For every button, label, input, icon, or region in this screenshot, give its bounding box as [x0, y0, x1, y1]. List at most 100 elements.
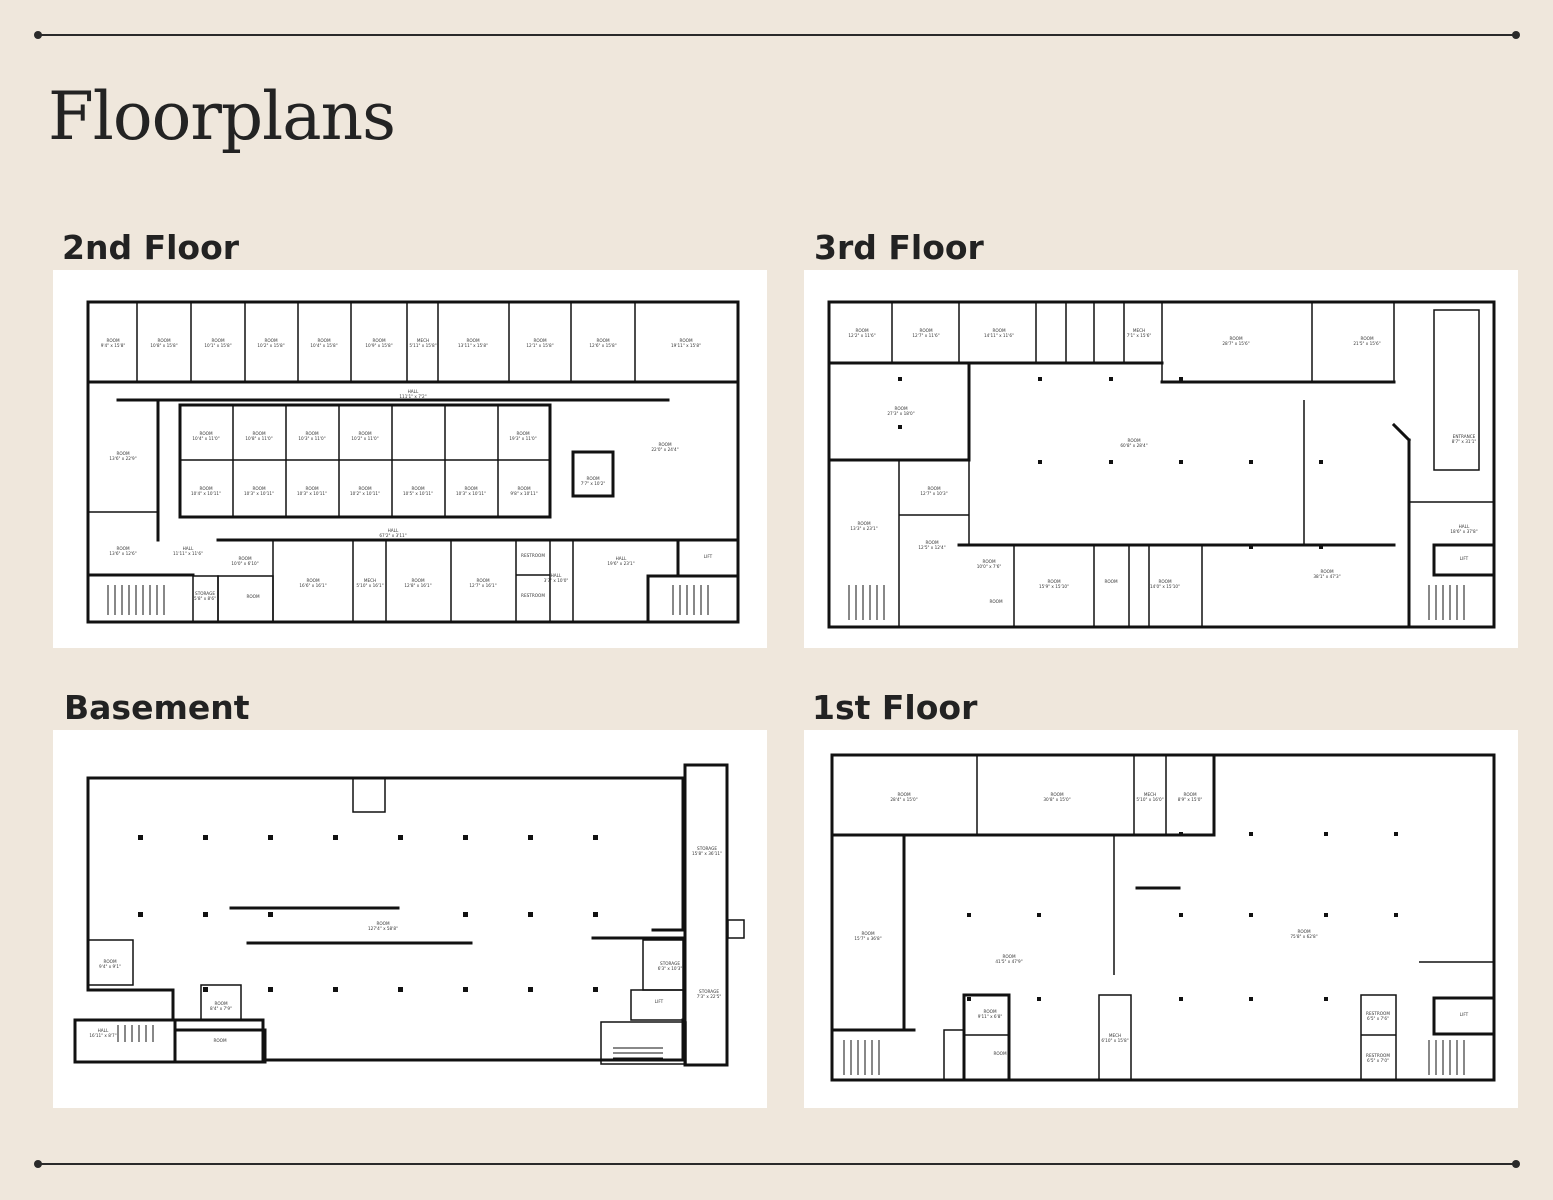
room-label: ROOM [596, 338, 610, 343]
room-dimensions: 19'6" x 23'1" [607, 561, 634, 566]
room-dimensions: 12'6" x 15'8" [589, 343, 616, 348]
room-dimensions: 6'10" x 15'8" [1101, 1038, 1128, 1043]
room-label: LIFT [655, 999, 664, 1004]
room-label: HALL [388, 528, 399, 533]
room-label: MECH [364, 578, 376, 583]
room-label: ROOM [252, 431, 266, 436]
room-label: ROOM [925, 540, 939, 545]
room-dimensions: 10'8" x 15'8" [150, 343, 177, 348]
room-label: ROOM [861, 931, 875, 936]
room-label: ROOM [157, 338, 171, 343]
room-label: HALL [551, 573, 562, 578]
room-dimensions: 10'3" x 11'0" [298, 436, 325, 441]
room-dimensions: 7'3" x 22'5" [697, 994, 722, 999]
room-label: ROOM [116, 546, 130, 551]
room-label: ROOM [264, 338, 278, 343]
bottom-divider [34, 1160, 1520, 1168]
room-label: ROOM [376, 921, 390, 926]
room-dimensions: 28'7" x 15'6" [1222, 341, 1249, 346]
room-label: MECH [1109, 1033, 1121, 1038]
room-dimensions: 10'8" x 11'0" [245, 436, 272, 441]
room-label: ROOM [466, 338, 480, 343]
room-label: LIFT [704, 554, 713, 559]
room-label: RESTROOM [521, 553, 545, 558]
room-label: STORAGE [697, 846, 717, 851]
room-label: STORAGE [195, 591, 215, 596]
room-label: LIFT [1460, 1012, 1469, 1017]
room-label: ROOM [305, 486, 319, 491]
room-dimensions: 111'1" x 7'2" [399, 394, 426, 399]
section-title-1st-floor: 1st Floor [812, 688, 978, 727]
room-label: ROOM [983, 1009, 997, 1014]
room-label: HALL [408, 389, 419, 394]
room-label: ROOM [199, 431, 213, 436]
room-dimensions: 15'8" x 36'11" [692, 851, 722, 856]
room-label: ROOM [855, 328, 869, 333]
room-dimensions: 10'2" x 15'8" [257, 343, 284, 348]
room-label: ROOM [992, 328, 1006, 333]
room-label: ROOM [919, 328, 933, 333]
room-label: ROOM [897, 792, 911, 797]
room-dimensions: 10'0" x 6'10" [231, 561, 258, 566]
room-dimensions: 10'4" x 10'11" [191, 491, 221, 496]
room-dimensions: 13'3" x 23'1" [850, 526, 877, 531]
room-dimensions: 10'4" x 15'8" [310, 343, 337, 348]
section-title-basement: Basement [64, 688, 250, 727]
room-label: LIFT [1460, 556, 1469, 561]
room-label: ROOM [586, 476, 600, 481]
room-dimensions: 9'8" x 10'11" [510, 491, 537, 496]
room-dimensions: 10'3" x 10'11" [456, 491, 486, 496]
room-label: ROOM [517, 486, 531, 491]
room-dimensions: 60'8" x 28'4" [1120, 443, 1147, 448]
room-label: ROOM [476, 578, 490, 583]
room-dimensions: 75'8" x 62'8" [1290, 934, 1317, 939]
room-dimensions: 9'4" x 9'1" [99, 964, 121, 969]
room-dimensions: 8'4" x 7'9" [210, 1006, 232, 1011]
room-label: ROOM [982, 559, 996, 564]
room-dimensions: 5'11" x 15'8" [409, 343, 436, 348]
room-dimensions: 10'9" x 15'8" [365, 343, 392, 348]
room-label: ROOM [238, 556, 252, 561]
room-dimensions: 6'3" x 10'3" [658, 966, 683, 971]
room-label: ROOM [464, 486, 478, 491]
top-divider [34, 31, 1520, 39]
room-label: HALL [183, 546, 194, 551]
room-dimensions: 38'1" x 47'3" [1313, 574, 1340, 579]
room-dimensions: 10'5" x 10'11" [403, 491, 433, 496]
room-label: ROOM [411, 486, 425, 491]
room-dimensions: 3'7" x 10'0" [544, 578, 569, 583]
page-title: Floorplans [48, 78, 396, 155]
room-dimensions: 13'6" x 22'9" [109, 456, 136, 461]
room-label: ROOM [103, 959, 117, 964]
room-label: ROOM [993, 1051, 1007, 1056]
room-dimensions: 19'3" x 11'0" [509, 436, 536, 441]
room-dimensions: 16'11" x 8'7" [89, 1033, 116, 1038]
room-dimensions: 10'2" x 10'11" [350, 491, 380, 496]
room-dimensions: 6'5" x 7'0" [1367, 1058, 1389, 1063]
room-label: RESTROOM [1366, 1011, 1390, 1016]
room-label: ROOM [213, 1038, 227, 1043]
room-dimensions: 5'10" x 16'1" [356, 583, 383, 588]
room-label: ROOM [1183, 792, 1197, 797]
room-label: HALL [1459, 524, 1470, 529]
room-dimensions: 41'5" x 47'9" [995, 959, 1022, 964]
room-dimensions: 12'2" x 11'6" [848, 333, 875, 338]
room-label: HALL [98, 1028, 109, 1033]
room-label: ROOM [214, 1001, 228, 1006]
room-label: ROOM [358, 486, 372, 491]
room-dimensions: 10'0" x 7'6" [977, 564, 1002, 569]
room-dimensions: 7'1" x 15'6" [1127, 333, 1152, 338]
room-dimensions: 18'6" x 37'8" [1450, 529, 1477, 534]
room-dimensions: 10'2" x 11'0" [351, 436, 378, 441]
room-label: ROOM [106, 338, 120, 343]
room-dimensions: 9'4" x 15'8" [101, 343, 126, 348]
room-label: ROOM [1002, 954, 1016, 959]
room-label: RESTROOM [1366, 1053, 1390, 1058]
